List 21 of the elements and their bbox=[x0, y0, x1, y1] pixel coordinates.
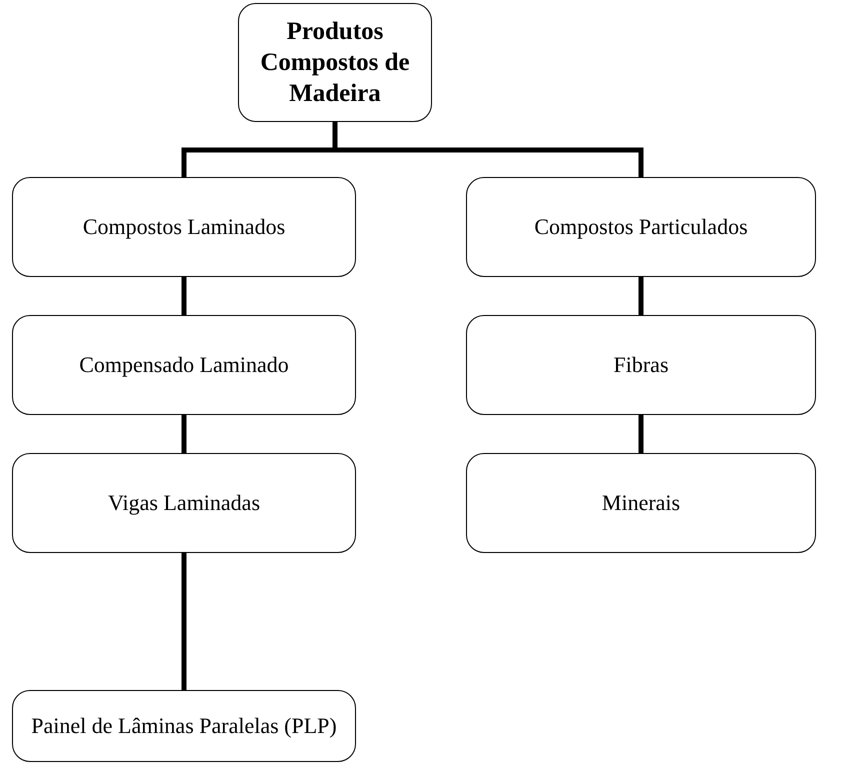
connector-line bbox=[638, 277, 644, 315]
box-label: Produtos Compostos de Madeira bbox=[259, 16, 411, 110]
connector-line bbox=[182, 553, 186, 690]
box-label: Painel de Lâminas Paralelas (PLP) bbox=[31, 713, 337, 739]
connector-line bbox=[182, 415, 186, 453]
category-box bbox=[12, 690, 356, 762]
box-label: Minerais bbox=[602, 490, 680, 516]
category-box bbox=[12, 177, 356, 277]
connector-line bbox=[638, 415, 644, 453]
title-box bbox=[238, 3, 432, 122]
category-box bbox=[466, 315, 816, 415]
box-label: Fibras bbox=[614, 352, 668, 378]
category-box bbox=[12, 453, 356, 553]
box-label: Vigas Laminadas bbox=[108, 490, 260, 516]
box-label: Compensado Laminado bbox=[79, 352, 289, 378]
box-label: Compostos Particulados bbox=[534, 214, 748, 240]
category-box bbox=[466, 177, 816, 277]
category-box bbox=[12, 315, 356, 415]
category-box bbox=[466, 453, 816, 553]
connector-line bbox=[182, 277, 186, 315]
box-label: Compostos Laminados bbox=[82, 214, 286, 240]
